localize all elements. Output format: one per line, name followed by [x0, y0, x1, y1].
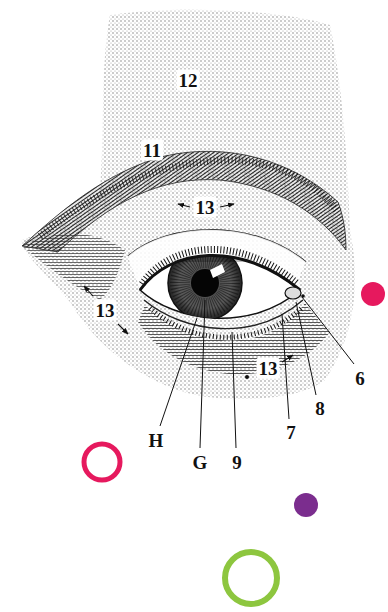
- callout-number: 12: [177, 70, 200, 91]
- callout-number: 8: [313, 398, 327, 419]
- eyebrow-hairs: [40, 160, 338, 236]
- leader-line: [296, 302, 316, 395]
- callout-number: H: [147, 430, 166, 451]
- extent-arrow: [118, 324, 128, 334]
- callout-number: 11: [141, 140, 163, 161]
- lower-eyelashes: [150, 308, 302, 337]
- callout-number: G: [191, 452, 210, 473]
- leader-line: [200, 300, 205, 448]
- decor-dot: [361, 282, 385, 306]
- extent-arrow: [282, 355, 293, 362]
- leader-line: [160, 318, 197, 426]
- caruncle: [285, 287, 301, 299]
- decor-ring: [225, 552, 277, 604]
- extent-dot: [245, 375, 249, 379]
- callout-number: 7: [284, 422, 298, 443]
- decor-dot: [294, 493, 318, 517]
- lid-shadow: [140, 255, 300, 290]
- extent-arrow: [84, 286, 93, 296]
- callout-number: 9: [230, 452, 244, 473]
- leader-line: [282, 314, 289, 419]
- lower-lid-margin: [144, 300, 303, 329]
- extent-arrow: [220, 204, 234, 207]
- extent-arrow: [178, 204, 190, 207]
- callout-number: 13: [257, 358, 280, 379]
- eye-highlight: [210, 264, 225, 278]
- upper-lid-margin: [140, 255, 300, 290]
- upper-eyelashes: [142, 249, 298, 284]
- leader-line: [232, 332, 236, 448]
- callout-number: 13: [194, 197, 217, 218]
- decor-ring: [84, 444, 120, 480]
- face-shading: [22, 10, 355, 399]
- leader-line: [302, 297, 354, 364]
- callout-number: 6: [353, 368, 367, 389]
- callout-number: 13: [94, 300, 117, 321]
- lid-fold-shadow: [22, 234, 125, 300]
